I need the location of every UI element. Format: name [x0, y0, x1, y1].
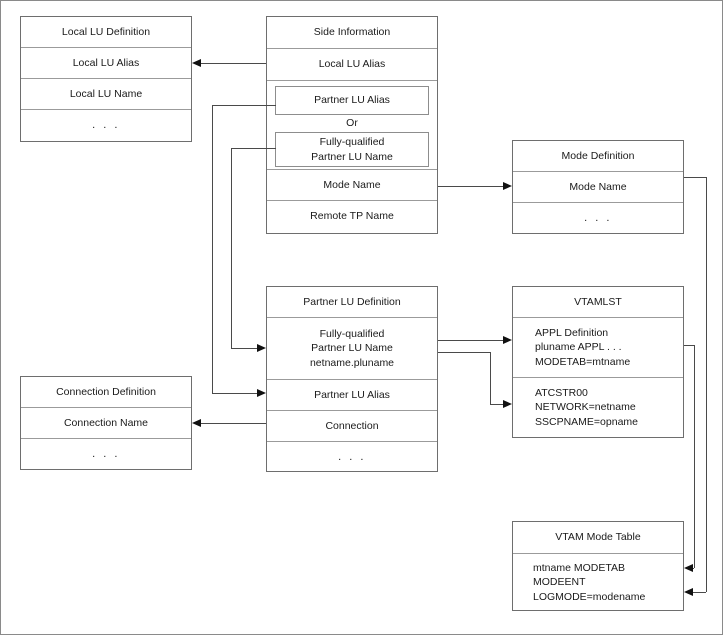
- connector-fq-name-vertical: [231, 148, 232, 348]
- box-partner-lu-definition: Partner LU Definition Fully-qualified Pa…: [266, 286, 438, 472]
- row-partner-connection: Connection: [267, 411, 437, 442]
- row-local-lu-definition-header: Local LU Definition: [21, 17, 191, 48]
- connector-vtamlst-appl-to-mode-table-horizontal-top: [684, 345, 694, 346]
- row-partner-ellipsis: . . .: [338, 451, 366, 464]
- box-side-information: Side Information Local LU Alias Mode Nam…: [266, 16, 438, 234]
- row-side-information-header: Side Information: [267, 17, 437, 49]
- connector-fq-name-horizontal-bottom: [231, 348, 258, 349]
- row-mode-definition-header: Mode Definition: [513, 141, 683, 172]
- connector-vtamlst-appl-to-mode-table-vertical: [694, 345, 695, 568]
- row-vtam-mode-table-body: mtname MODETAB MODEENT LOGMODE=modename: [533, 562, 646, 603]
- row-local-lu-ellipsis: . . .: [92, 118, 120, 131]
- row-side-local-lu-alias: Local LU Alias: [267, 49, 437, 81]
- row-side-remote-tp-name: Remote TP Name: [310, 210, 394, 223]
- arrowhead-vtamlst-appl: [503, 336, 512, 344]
- box-mode-definition: Mode Definition Mode Name . . .: [512, 140, 684, 234]
- box-vtamlst: VTAMLST APPL Definition pluname APPL . .…: [512, 286, 684, 438]
- row-vtamlst-appl-definition: APPL Definition pluname APPL . . . MODET…: [513, 318, 683, 378]
- row-vtam-mode-table-header: VTAM Mode Table: [513, 522, 683, 554]
- row-side-partner-lu-region: [267, 81, 437, 170]
- connector-mode-definition-to-mode-table-vertical: [706, 177, 707, 592]
- row-partner-fully-qualified-name: Fully-qualified Partner LU Name netname.…: [267, 318, 437, 380]
- connector-partner-alias-vertical: [212, 105, 213, 393]
- connector-partner-alias-horizontal-top: [212, 105, 276, 106]
- box-vtam-mode-table: VTAM Mode Table mtname MODETAB MODEENT L…: [512, 521, 684, 611]
- connector-partner-fq-to-atcstr00-vertical: [490, 352, 491, 404]
- label-or: Or: [346, 117, 358, 129]
- connector-partner-fq-to-vtamlst-appl: [438, 340, 504, 341]
- box-local-lu-definition: Local LU Definition Local LU Alias Local…: [20, 16, 192, 142]
- arrowhead-vtamlst-atcstr00: [503, 400, 512, 408]
- row-vtamlst-header: VTAMLST: [513, 287, 683, 318]
- row-local-lu-alias: Local LU Alias: [21, 48, 191, 79]
- row-connection-name: Connection Name: [21, 408, 191, 439]
- row-local-lu-name: Local LU Name: [21, 79, 191, 110]
- row-connection-definition-header: Connection Definition: [21, 377, 191, 408]
- row-side-mode-name: Mode Name: [267, 170, 437, 201]
- connector-mode-definition-to-mode-table-horizontal-bottom: [693, 592, 706, 593]
- connector-partner-alias-horizontal-bottom: [212, 393, 258, 394]
- arrowhead-local-lu-alias: [192, 59, 201, 67]
- arrowhead-partner-lu-alias: [257, 389, 266, 397]
- connector-fq-name-horizontal-top: [231, 148, 276, 149]
- connector-vtamlst-appl-to-mode-table-horizontal-bottom: [693, 568, 694, 569]
- box-connection-definition: Connection Definition Connection Name . …: [20, 376, 192, 470]
- arrowhead-connection-name: [192, 419, 201, 427]
- connector-side-alias-to-local-alias: [200, 63, 266, 64]
- connector-connection-to-connection-name: [200, 423, 266, 424]
- arrowhead-mode-definition-mode-name: [503, 182, 512, 190]
- row-partner-lu-definition-header: Partner LU Definition: [267, 287, 437, 318]
- inner-box-partner-lu-alias: Partner LU Alias: [275, 86, 429, 115]
- connector-mode-name-to-mode-definition: [438, 186, 504, 187]
- row-partner-lu-alias: Partner LU Alias: [267, 380, 437, 411]
- row-mode-definition-ellipsis: . . .: [584, 211, 612, 224]
- row-vtamlst-atcstr00: ATCSTR00 NETWORK=netname SSCPNAME=opname: [535, 387, 639, 428]
- connector-partner-fq-to-atcstr00-horizontal-bottom: [490, 404, 504, 405]
- inner-box-fully-qualified-partner-lu-name: Fully-qualified Partner LU Name: [275, 132, 429, 167]
- connector-partner-fq-to-atcstr00-horizontal-top: [438, 352, 490, 353]
- row-mode-definition-mode-name: Mode Name: [513, 172, 683, 203]
- connector-mode-definition-to-mode-table-horizontal-top: [684, 177, 706, 178]
- arrowhead-vtam-mode-table-logmode: [684, 588, 693, 596]
- row-connection-definition-ellipsis: . . .: [92, 447, 120, 460]
- arrowhead-partner-fq-name: [257, 344, 266, 352]
- arrowhead-vtam-mode-table-modetab: [684, 564, 693, 572]
